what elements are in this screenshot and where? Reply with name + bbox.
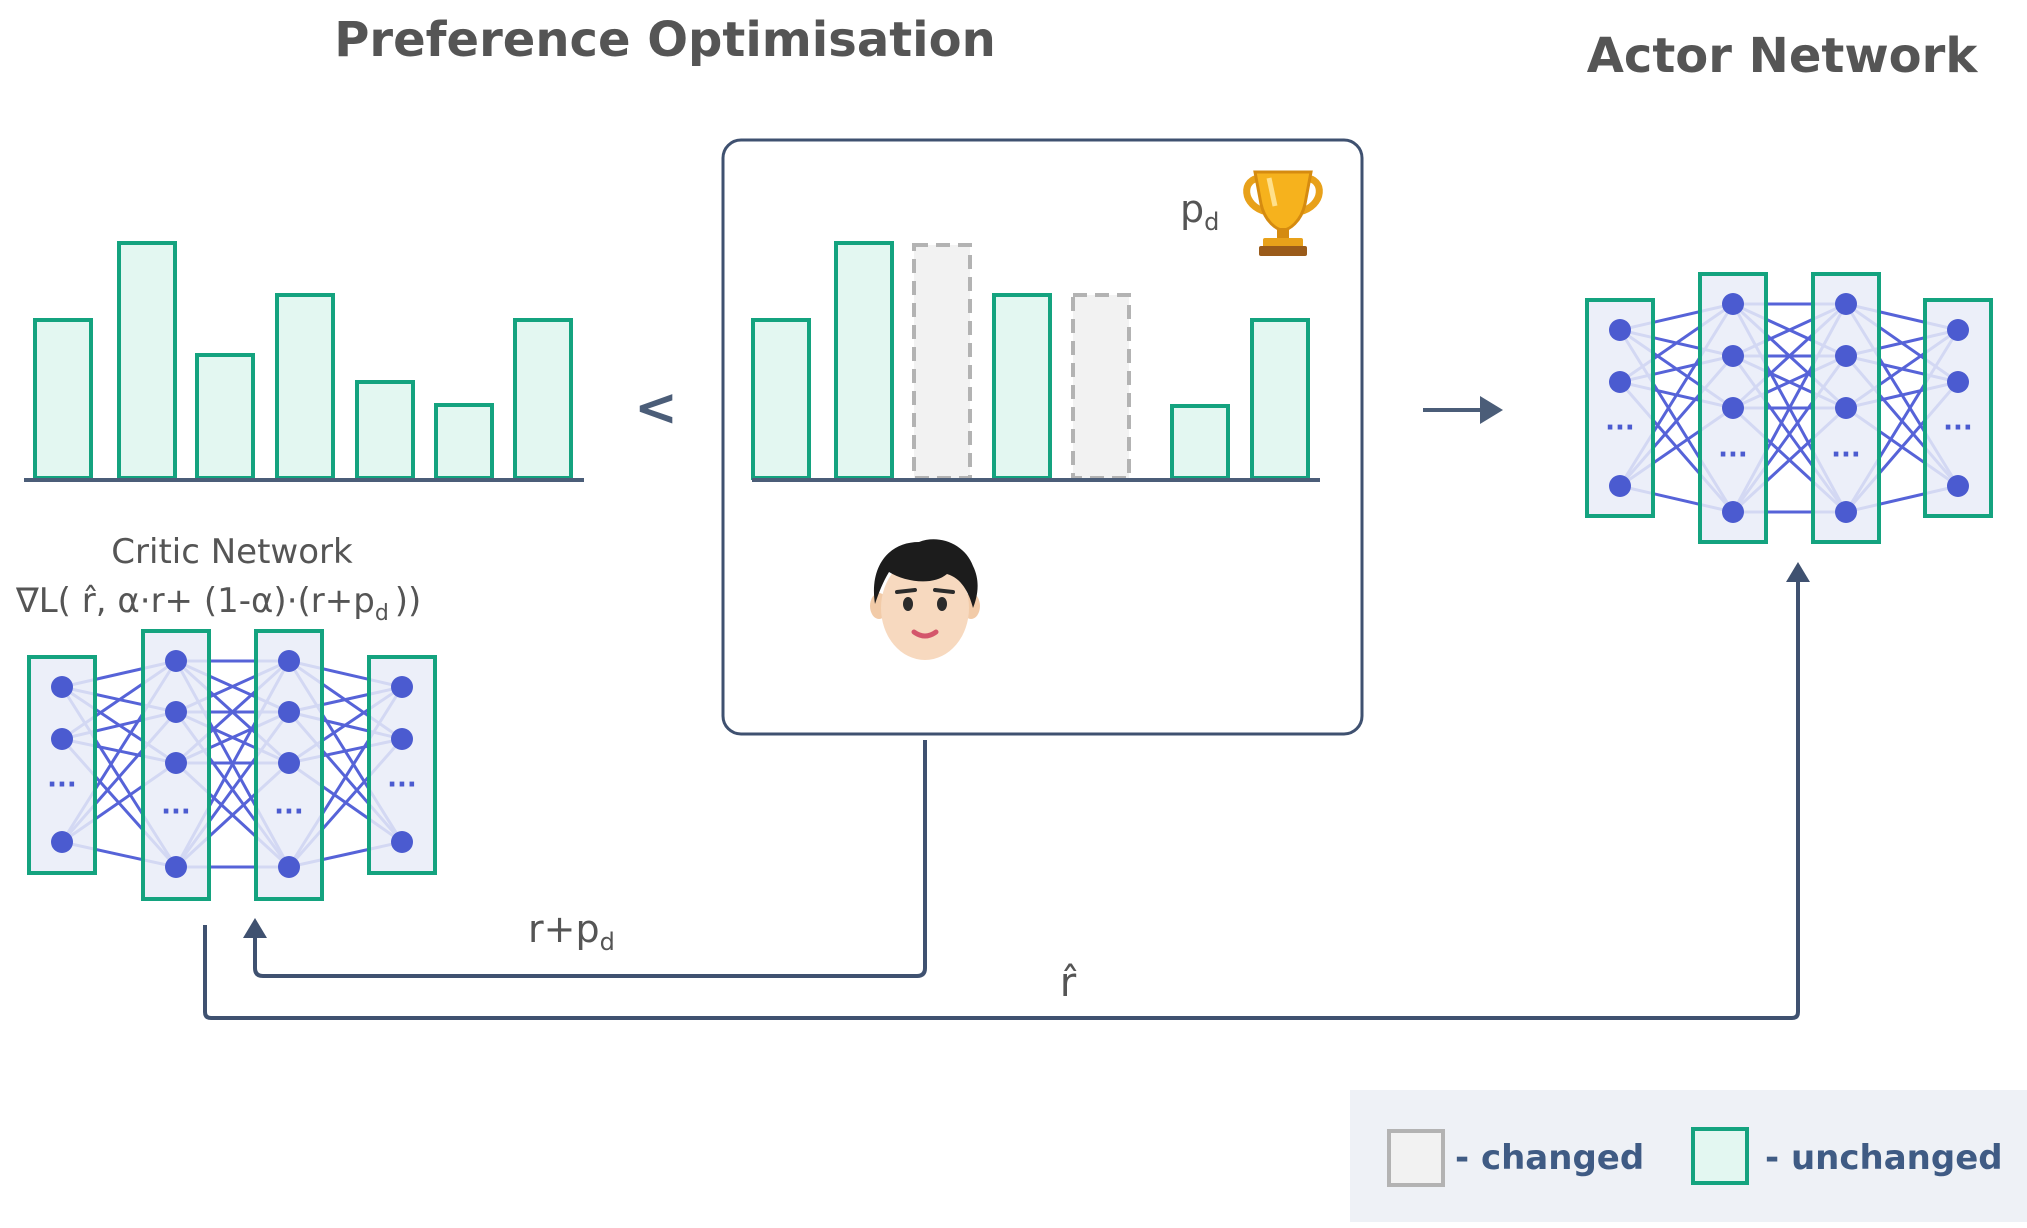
- critic-to-actor-arrow: [203, 562, 1810, 1020]
- pd-label: pd: [1180, 187, 1219, 236]
- actor-network: ··· ··· ··· ···: [1585, 272, 1993, 544]
- bar: [434, 403, 494, 480]
- legend-unchanged-label: - unchanged: [1765, 1138, 2003, 1178]
- legend-unchanged-swatch: [1691, 1127, 1749, 1185]
- bar: [33, 318, 93, 480]
- bar: [1250, 318, 1310, 480]
- left-bar-chart: [24, 241, 584, 482]
- critic-ellipsis: ···: [387, 770, 417, 800]
- critic-loss-formula: ∇L( r̂, α·r+ (1-α)·(r+pd)): [15, 581, 421, 626]
- critic-network-label: Critic Network: [111, 532, 353, 572]
- bar: [513, 318, 573, 480]
- bar: [117, 241, 177, 480]
- less-than-symbol: <: [634, 378, 678, 438]
- bar: [275, 293, 335, 480]
- preference-optimisation-title: Preference Optimisation: [334, 12, 996, 68]
- critic-ellipsis: ···: [161, 797, 191, 827]
- actor-nodes: [1609, 293, 1969, 523]
- bar: [1170, 404, 1230, 480]
- bar: [355, 380, 415, 480]
- trophy-icon: [1243, 170, 1323, 256]
- actor-ellipsis: ···: [1943, 413, 1973, 443]
- bar: [834, 241, 894, 480]
- r-plus-pd-label: r+pd: [528, 907, 615, 956]
- legend-background: [1350, 1090, 2027, 1222]
- bar: [992, 293, 1052, 480]
- legend: - changed - unchanged: [1350, 1090, 2027, 1222]
- bar: [195, 353, 255, 480]
- bar-changed: [912, 243, 972, 480]
- bar: [751, 318, 811, 480]
- actor-ellipsis: ···: [1605, 413, 1635, 443]
- actor-ellipsis: ···: [1718, 440, 1748, 470]
- bar-changed: [1071, 293, 1131, 480]
- critic-ellipsis: ···: [47, 770, 77, 800]
- critic-ellipsis: ···: [274, 797, 304, 827]
- actor-ellipsis: ···: [1831, 440, 1861, 470]
- critic-edges: [60, 659, 404, 869]
- actor-edges: [1618, 302, 1960, 514]
- legend-changed-swatch: [1387, 1129, 1445, 1187]
- legend-changed-label: - changed: [1455, 1138, 1644, 1178]
- r-hat-label: r̂: [1060, 960, 1077, 1006]
- human-face-icon: [870, 539, 980, 660]
- actor-network-title: Actor Network: [1587, 28, 1979, 84]
- preference-panel: pd: [721, 138, 1364, 736]
- critic-network: ··· ··· ··· ···: [27, 629, 437, 901]
- critic-nodes: [51, 650, 413, 878]
- arrow-to-actor: [1423, 396, 1503, 424]
- feedback-arrow-r-pd: [243, 740, 927, 978]
